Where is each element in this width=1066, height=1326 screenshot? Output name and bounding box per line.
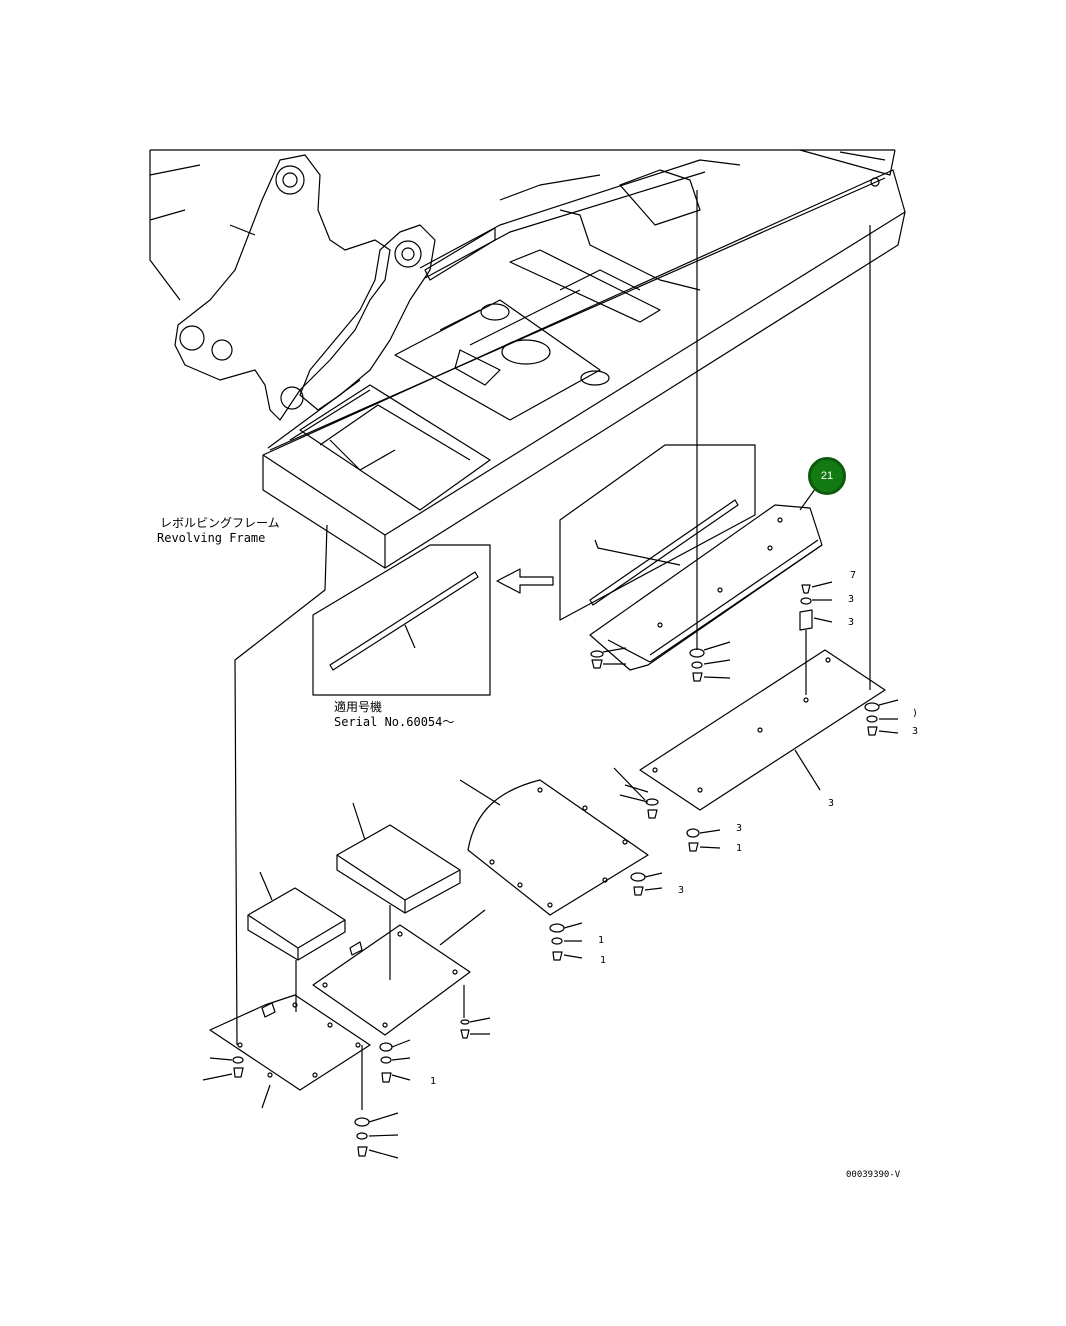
part-callout-21[interactable]: 21 bbox=[808, 457, 846, 495]
frame-label-jp: レボルビングフレーム bbox=[160, 516, 280, 530]
detail-box-old bbox=[559, 444, 756, 621]
index-mark: 3 bbox=[828, 798, 835, 809]
index-mark: 7 bbox=[850, 570, 857, 581]
small-floor-plate-mid bbox=[312, 909, 486, 1036]
index-mark: 3 bbox=[848, 594, 855, 605]
index-mark: 1 bbox=[430, 1076, 437, 1087]
drawing-code: 00039390-V bbox=[846, 1170, 901, 1180]
insulation-pad-upper bbox=[336, 802, 461, 980]
index-mark: ) bbox=[912, 708, 919, 719]
curved-floor-plate bbox=[459, 779, 649, 916]
index-mark: 1 bbox=[598, 935, 605, 946]
serial-label-jp: 適用号機 bbox=[334, 700, 383, 714]
long-floor-plate bbox=[639, 649, 886, 811]
small-floor-plate-lower bbox=[209, 994, 371, 1109]
index-mark: 3 bbox=[848, 617, 855, 628]
detail-arrow bbox=[496, 568, 554, 594]
fasteners-mid-plate bbox=[460, 985, 491, 1039]
index-mark: 1 bbox=[600, 955, 607, 966]
index-mark: 1 bbox=[736, 843, 743, 854]
cover-plate-21 bbox=[589, 484, 823, 671]
insulation-pad-lower bbox=[247, 871, 346, 1012]
fasteners-curved-plate bbox=[549, 872, 663, 961]
fastener-leader bbox=[613, 767, 646, 801]
fasteners-plate-21 bbox=[590, 581, 833, 695]
serial-label-en: Serial No.60054～ bbox=[334, 715, 455, 729]
fasteners-lower-plate bbox=[202, 1039, 411, 1159]
fasteners-long-plate bbox=[619, 699, 899, 852]
index-mark: 3 bbox=[912, 726, 919, 737]
detail-box-new bbox=[312, 544, 491, 696]
fastener-leader bbox=[624, 784, 649, 793]
frame-label-en: Revolving Frame bbox=[157, 531, 266, 545]
frame-leader-line bbox=[234, 524, 328, 1046]
index-mark: 3 bbox=[736, 823, 743, 834]
revolving-frame bbox=[149, 149, 906, 569]
index-mark: 3 bbox=[678, 885, 685, 896]
